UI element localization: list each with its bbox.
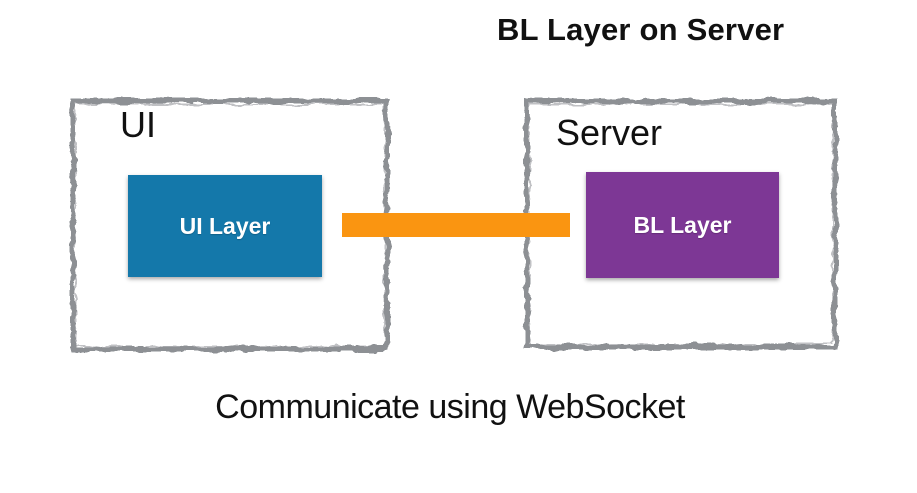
ui-group-label: UI xyxy=(120,104,156,145)
slide-title: BL Layer on Server xyxy=(497,12,785,47)
server-group-label: Server xyxy=(556,112,663,153)
ui-layer-label: UI Layer xyxy=(179,212,271,239)
ui-layer-shape: UI Layer xyxy=(128,175,322,277)
bl-layer-shape: BL Layer xyxy=(586,172,779,278)
slide-caption: Communicate using WebSocket xyxy=(215,388,685,426)
websocket-connector-bar xyxy=(342,213,570,237)
bl-layer-label: BL Layer xyxy=(633,211,732,238)
